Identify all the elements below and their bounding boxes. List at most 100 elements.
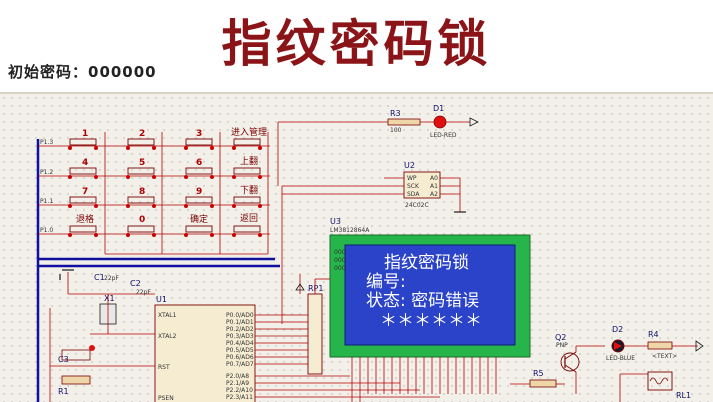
key-label: 1 xyxy=(82,129,88,139)
key-label: 7 xyxy=(82,187,88,197)
key-label: 9 xyxy=(196,187,202,197)
c2-label: C2 xyxy=(130,279,141,288)
pin-label: WP xyxy=(407,175,417,182)
pin-label: A2 xyxy=(430,191,438,198)
key-label: 确定 xyxy=(190,213,208,225)
key-page-down[interactable]: 下翻 xyxy=(232,185,262,208)
key-label: 返回 xyxy=(240,212,258,224)
header-banner: 指纹密码锁 初始密码：000000 xyxy=(0,0,713,92)
u2-eeprom[interactable]: U2 WP SCK SDA A0 A1 A2 24C02C xyxy=(281,161,466,324)
pin-label: XTAL1 xyxy=(158,312,177,319)
pin-label: P2.1/A9 xyxy=(226,380,249,387)
pin-label: P0.0/AD0 xyxy=(226,312,254,319)
pin-label: P2.2/A10 xyxy=(226,387,253,394)
q2-value: PNP xyxy=(556,342,568,349)
r3-label: R3 xyxy=(390,109,401,118)
c3-capacitor[interactable]: C3 xyxy=(49,308,155,402)
key-enter-manage[interactable]: 进入管理 xyxy=(231,126,267,150)
key-label: 3 xyxy=(196,129,202,139)
key-7[interactable]: 7 xyxy=(68,187,98,208)
key-label: 2 xyxy=(139,129,145,139)
svg-text:000: 000 xyxy=(334,249,346,256)
key-confirm[interactable]: 确定 xyxy=(184,213,214,237)
r1-label: R1 xyxy=(58,387,69,396)
rp1-resistor-pack[interactable]: RP1 xyxy=(295,274,330,375)
pin-label: P2.0/A8 xyxy=(226,373,249,380)
key-return[interactable]: 返回 xyxy=(232,212,262,237)
q2-transistor[interactable]: Q2 PNP xyxy=(510,333,605,394)
r5-resistor[interactable]: R5 xyxy=(529,369,565,388)
c3-label: C3 xyxy=(58,355,69,364)
pin-label: SCK xyxy=(407,183,420,190)
c1-capacitor[interactable]: C1 22pF xyxy=(59,269,155,295)
key-4[interactable]: 4 xyxy=(68,158,98,179)
rp1-label: RP1 xyxy=(308,284,323,293)
d1-label: D1 xyxy=(433,104,444,113)
x1-label: X1 xyxy=(104,294,115,303)
schematic-drawing: P1.3 P1.2 P1.1 P1.0 1 2 3 进入管理 xyxy=(36,104,704,402)
q2-label: Q2 xyxy=(555,333,566,342)
d2-label: D2 xyxy=(612,325,623,334)
x1-crystal[interactable]: X1 xyxy=(99,294,117,334)
d1-led-red[interactable]: D1 LED-RED xyxy=(420,104,479,139)
pin-label: P0.1/AD1 xyxy=(226,319,254,326)
key-3[interactable]: 3 xyxy=(184,129,214,150)
key-backspace[interactable]: 退格 xyxy=(68,213,98,237)
lcd-part: LM3812864A xyxy=(330,227,370,234)
port-label: P1.1 xyxy=(40,198,53,205)
rl1-relay[interactable]: RL1 xyxy=(619,371,691,402)
text-tag: <TEXT> xyxy=(652,353,677,360)
key-2[interactable]: 2 xyxy=(126,129,156,150)
pin-label: P0.2/AD2 xyxy=(226,326,254,333)
svg-text:000: 000 xyxy=(334,265,346,272)
key-label: 8 xyxy=(139,187,145,197)
pin-label: P0.6/AD6 xyxy=(226,354,254,361)
page-title: 指纹密码锁 xyxy=(221,14,492,73)
pin-label: P2.3/A11 xyxy=(226,394,253,401)
key-label: 5 xyxy=(139,158,145,168)
lcd-module[interactable]: U3 LM3812864A 000 000 000 指纹密码锁 编号: 状态: … xyxy=(329,217,531,402)
pin-label: PSEN xyxy=(158,395,174,402)
port-label: P1.0 xyxy=(40,227,53,234)
key-label: 退格 xyxy=(76,213,94,225)
key-page-up[interactable]: 上翻 xyxy=(232,156,262,179)
u2-part: 24C02C xyxy=(405,202,429,209)
key-label: 进入管理 xyxy=(231,126,267,138)
key-0[interactable]: 0 xyxy=(126,215,156,237)
r3-resistor[interactable]: R3 100 xyxy=(277,109,421,186)
c1-label: C1 xyxy=(94,273,105,282)
pin-label: SDA xyxy=(407,191,420,198)
r4-label: R4 xyxy=(648,330,659,339)
lcd-line-4: ＊＊＊＊＊＊ xyxy=(380,311,482,331)
lcd-ref: U3 xyxy=(330,217,341,226)
key-label: 下翻 xyxy=(240,185,258,196)
svg-text:000: 000 xyxy=(334,257,346,264)
key-6[interactable]: 6 xyxy=(184,158,214,179)
keypad: P1.3 P1.2 P1.1 P1.0 1 2 3 进入管理 xyxy=(36,126,275,402)
c2-capacitor[interactable]: C2 22pF xyxy=(90,279,155,335)
d2-led-blue[interactable]: D2 LED-BLUE xyxy=(606,325,648,362)
lcd-line-2: 编号: xyxy=(366,272,406,292)
pin-label: P0.5/AD5 xyxy=(226,347,254,354)
schematic-canvas[interactable]: P1.3 P1.2 P1.1 P1.0 1 2 3 进入管理 xyxy=(0,92,713,402)
r5-label: R5 xyxy=(533,369,544,378)
key-9[interactable]: 9 xyxy=(184,187,214,208)
u1-label: U1 xyxy=(156,295,167,304)
pin-label: A1 xyxy=(430,183,438,190)
key-8[interactable]: 8 xyxy=(126,187,156,208)
port-label: P1.3 xyxy=(40,139,53,146)
pin-label: P0.7/AD7 xyxy=(226,361,254,368)
u1-microcontroller[interactable]: U1 XTAL1 XTAL2 RST PSEN P0.0/AD0 P0.1/AD… xyxy=(38,264,440,402)
r1-resistor[interactable]: R1 xyxy=(58,375,91,396)
key-5[interactable]: 5 xyxy=(126,158,156,179)
pin-label: P0.3/AD3 xyxy=(226,333,254,340)
r3-value: 100 xyxy=(390,127,402,134)
pin-label: RST xyxy=(158,364,170,371)
c2-value: 22pF xyxy=(136,289,151,296)
r4-resistor[interactable]: R4 <TEXT> xyxy=(647,330,704,360)
key-1[interactable]: 1 xyxy=(68,129,98,150)
key-label: 0 xyxy=(139,215,145,225)
d2-value: LED-BLUE xyxy=(606,355,635,362)
initial-password-note: 初始密码：000000 xyxy=(8,63,157,81)
key-label: 6 xyxy=(196,158,202,168)
